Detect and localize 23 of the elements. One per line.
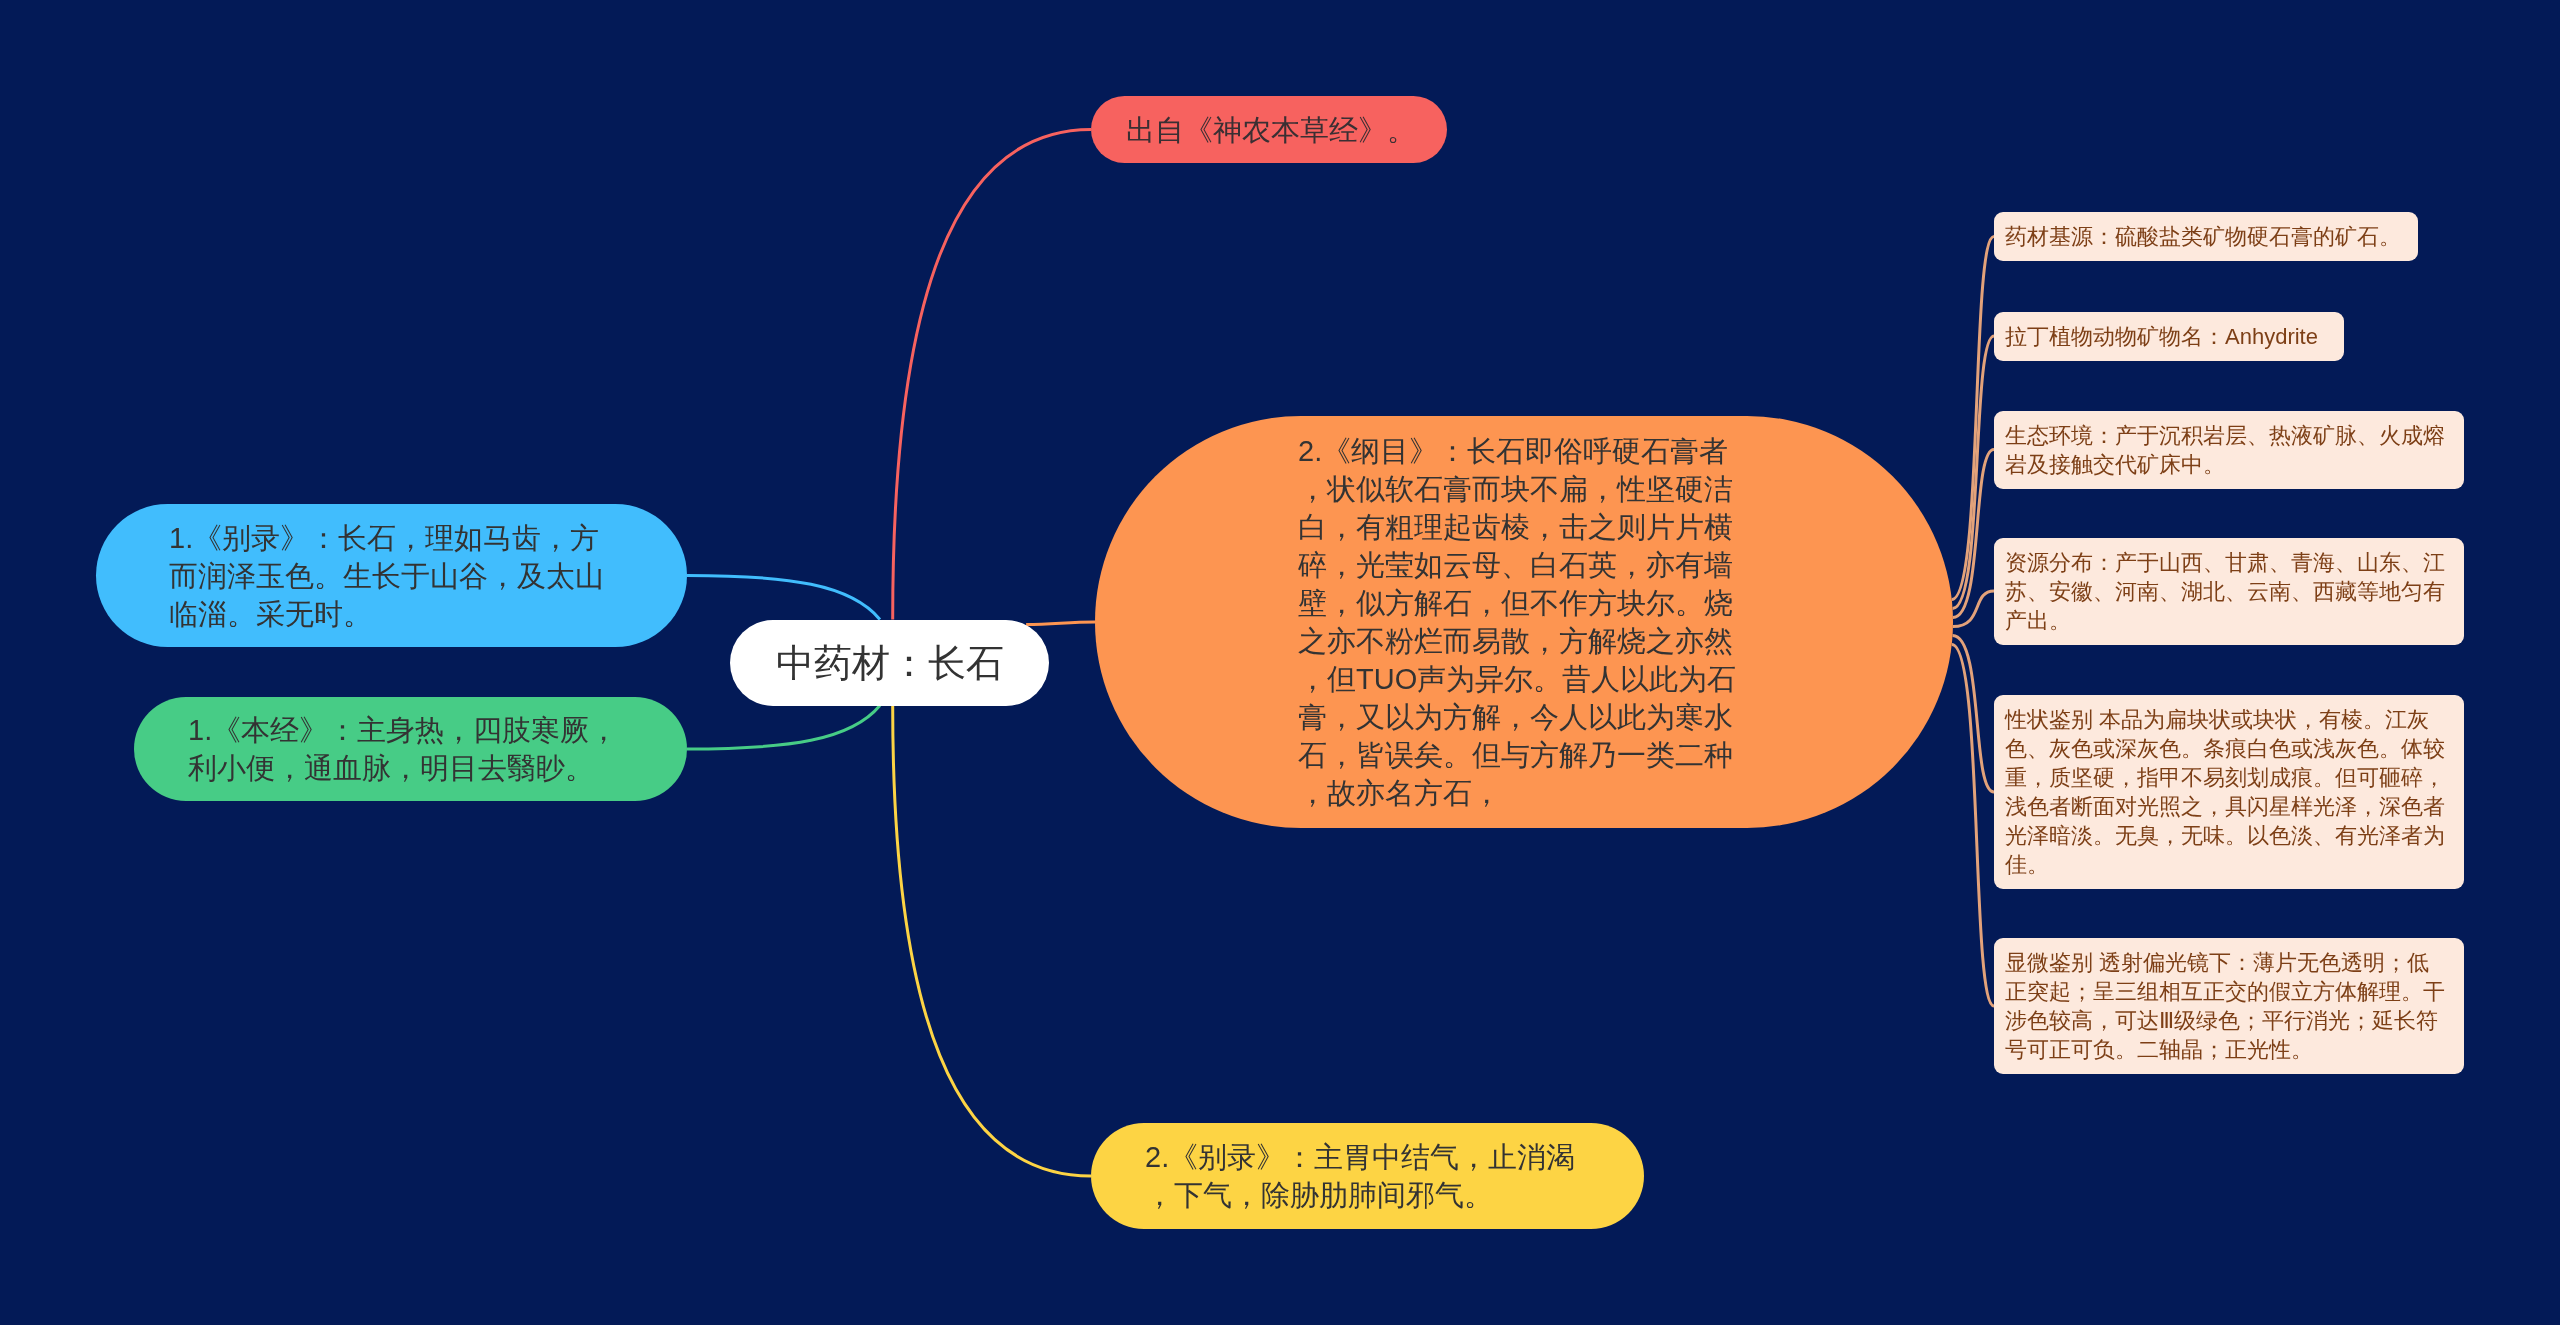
central-topic: 中药材：长石 — [730, 619, 1049, 706]
connector — [687, 574, 881, 621]
note-box: 药材基源：硫酸盐类矿物硬石膏的矿石。 — [1994, 212, 2418, 261]
connector — [891, 705, 1092, 1178]
topic-pill: 2.《别录》：主胃中结气，止消渴，下气，除胁肋肺间邪气。 — [1091, 1123, 1644, 1229]
topic-pill: 1.《别录》：长石，理如马齿，方而润泽玉色。生长于山谷，及太山临淄。采无时。 — [96, 504, 687, 647]
connector — [687, 704, 881, 751]
connector — [1026, 620, 1095, 626]
note-box: 显微鉴别 透射偏光镜下：薄片无色透明；低正突起；呈三组相互正交的假立方体解理。干涉色较高，可达Ⅲ级绿色；平行消光；延长符号可正可负。二轴晶；正光性。 — [1994, 938, 2464, 1074]
topic-pill: 出自《神农本草经》。 — [1091, 96, 1447, 163]
connector — [1951, 334, 1996, 610]
topic-pill: 2.《纲目》：长石即俗呼硬石膏者，状似软石膏而块不扁，性坚硬洁白，有粗理起齿棱，击之则片片横碎，光莹如云母、白石英，亦有墙壁，似方解石，但不作方块尔。烧之亦不粉烂而易散，方解烧之亦然，但TUO声为异尔。昔人以此为石膏，又以为方解，今人以此为寒水石，皆误矣。但与方解乃一类二种，故亦名方石， — [1095, 416, 1953, 828]
connector — [1951, 634, 1995, 794]
note-box: 生态环境：产于沉积岩层、热液矿脉、火成熔岩及接触交代矿床中。 — [1994, 410, 2464, 489]
connector — [1952, 589, 1995, 628]
connector — [1952, 448, 1995, 619]
connector — [1950, 643, 1996, 1007]
note-box: 性状鉴别 本品为扁块状或块状，有棱。江灰色、灰色或深灰色。条痕白色或浅灰色。体较重，质坚硬，指甲不易刻划成痕。但可砸碎，浅色者断面对光照之，具闪星样光泽，深色者光泽暗淡。无臭，无味。以色淡、有光泽者为佳。 — [1994, 695, 2464, 889]
connector — [1950, 235, 1996, 601]
note-box: 资源分布：产于山西、甘肃、青海、山东、江苏、安徽、河南、湖北、云南、西藏等地匀有产出。 — [1994, 537, 2464, 645]
note-box: 拉丁植物动物矿物名：Anhydrite — [1994, 311, 2344, 361]
topic-pill: 1.《本经》：主身热，四肢寒厥，利小便，通血脉，明目去翳眇。 — [134, 697, 687, 801]
connector — [891, 128, 1092, 620]
